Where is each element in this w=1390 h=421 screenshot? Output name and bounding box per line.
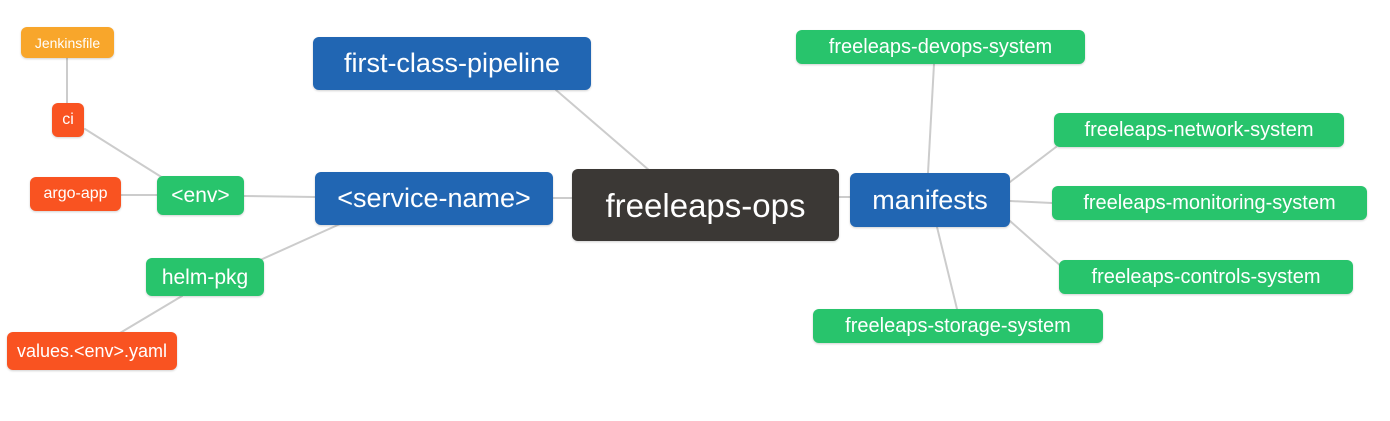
edge-service-name--helm-pkg xyxy=(257,223,341,262)
node-manifests[interactable]: manifests xyxy=(850,173,1010,227)
node-freeleaps-storage-system[interactable]: freeleaps-storage-system xyxy=(813,309,1103,343)
node-first-class-pipeline[interactable]: first-class-pipeline xyxy=(313,37,591,90)
node-jenkinsfile[interactable]: Jenkinsfile xyxy=(21,27,114,58)
edge-manifests--freeleaps-controls-system xyxy=(1009,220,1063,268)
node-freeleaps-monitoring-system[interactable]: freeleaps-monitoring-system xyxy=(1052,186,1367,220)
edge-manifests--freeleaps-network-system xyxy=(1009,146,1057,183)
node-ci[interactable]: ci xyxy=(52,103,84,137)
edge-ci--env xyxy=(84,128,164,179)
edge-manifests--freeleaps-monitoring-system xyxy=(1009,200,1053,204)
edge-env--service-name xyxy=(243,195,316,198)
edge-values-env-yaml--helm-pkg xyxy=(119,295,183,334)
node-values-env-yaml[interactable]: values.<env>.yaml xyxy=(7,332,177,370)
node-argo-app[interactable]: argo-app xyxy=(30,177,121,211)
edge-manifests--freeleaps-devops-system xyxy=(927,63,935,174)
node-env[interactable]: <env> xyxy=(157,176,244,215)
edge-manifests--freeleaps-storage-system xyxy=(936,226,958,310)
node-freeleaps-ops[interactable]: freeleaps-ops xyxy=(572,169,839,241)
node-freeleaps-devops-system[interactable]: freeleaps-devops-system xyxy=(796,30,1085,64)
edge-first-class-pipeline--freeleaps-ops xyxy=(555,89,651,172)
node-freeleaps-controls-system[interactable]: freeleaps-controls-system xyxy=(1059,260,1353,294)
node-service-name[interactable]: <service-name> xyxy=(315,172,553,225)
node-freeleaps-network-system[interactable]: freeleaps-network-system xyxy=(1054,113,1344,147)
node-helm-pkg[interactable]: helm-pkg xyxy=(146,258,264,296)
